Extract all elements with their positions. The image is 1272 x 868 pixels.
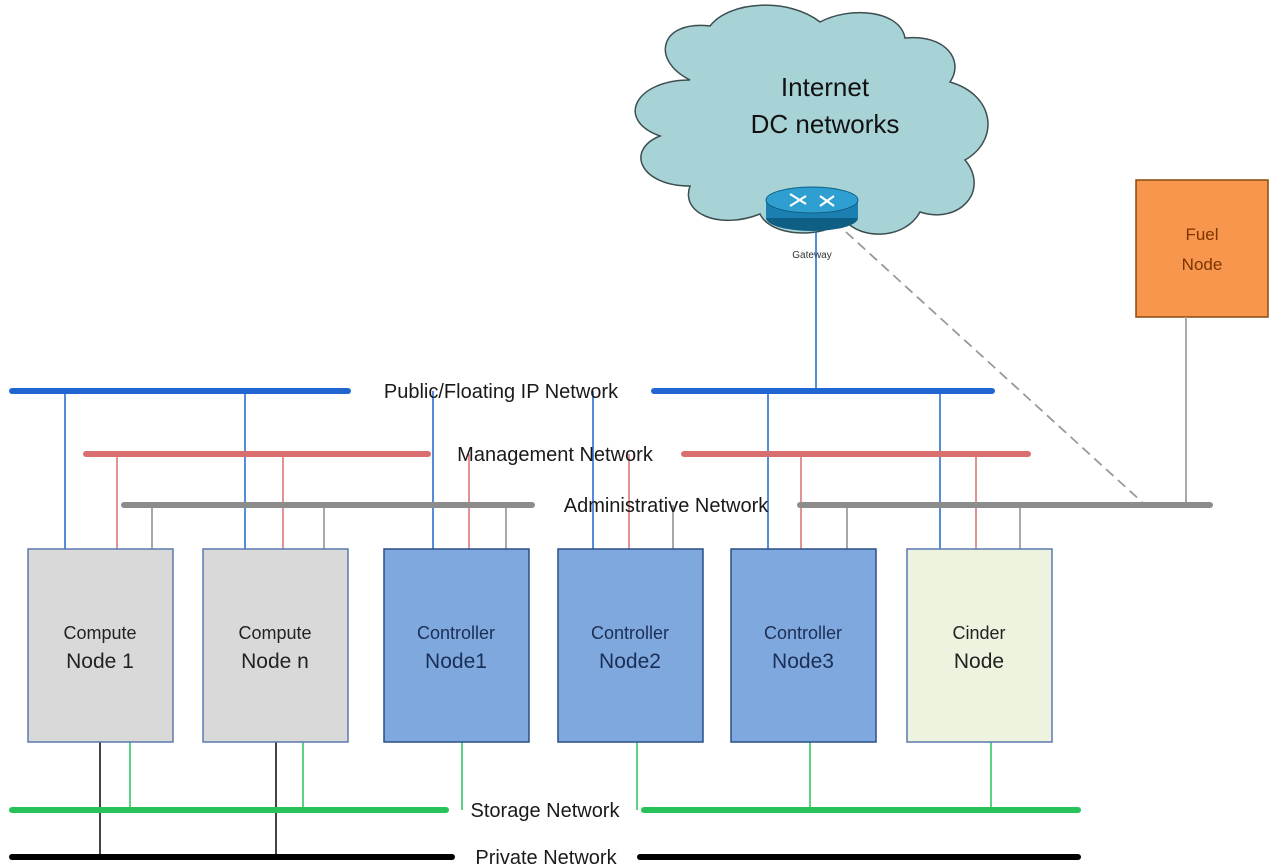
internet-cloud: Internet DC networks bbox=[634, 4, 989, 235]
private-network-bus: Private Network bbox=[9, 847, 1081, 868]
controller-node-2-line1: Controller bbox=[591, 623, 669, 643]
administrative-network-bus: Administrative Network bbox=[121, 495, 1213, 517]
fuel-node-line1: Fuel bbox=[1185, 225, 1218, 244]
compute-node-n: Compute Node n bbox=[202, 548, 349, 743]
controller-node-3-line2: Node3 bbox=[772, 650, 834, 673]
private-network-label: Private Network bbox=[475, 847, 617, 868]
controller-node-2-line2: Node2 bbox=[599, 650, 661, 673]
controller-node-3: Controller Node3 bbox=[730, 548, 877, 743]
controller-node-1: Controller Node1 bbox=[383, 548, 530, 743]
management-network-bus: Management Network bbox=[83, 444, 1031, 466]
controller-node-2: Controller Node2 bbox=[557, 548, 704, 743]
compute-node-1: Compute Node 1 bbox=[27, 548, 174, 743]
administrative-network-label: Administrative Network bbox=[564, 495, 770, 517]
management-network-label: Management Network bbox=[457, 444, 654, 466]
storage-network-bus: Storage Network bbox=[9, 800, 1081, 822]
cloud-title-line2: DC networks bbox=[751, 109, 900, 139]
storage-network-label: Storage Network bbox=[471, 800, 621, 822]
compute-node-n-line1: Compute bbox=[238, 623, 311, 643]
fuel-node: Fuel Node bbox=[1135, 179, 1269, 318]
gateway-label: Gateway bbox=[792, 250, 831, 261]
cinder-node: Cinder Node bbox=[906, 548, 1053, 743]
node-links bbox=[64, 391, 1021, 857]
cloud-title-line1: Internet bbox=[781, 72, 870, 102]
compute-node-1-line2: Node 1 bbox=[66, 650, 134, 673]
compute-node-1-line1: Compute bbox=[63, 623, 136, 643]
cinder-node-line2: Node bbox=[954, 650, 1004, 673]
public-network-bus: Public/Floating IP Network bbox=[9, 381, 995, 403]
controller-node-3-line1: Controller bbox=[764, 623, 842, 643]
router-icon bbox=[765, 186, 859, 231]
cloud-shape bbox=[634, 4, 989, 235]
compute-node-n-line2: Node n bbox=[241, 650, 309, 673]
controller-node-1-line2: Node1 bbox=[425, 650, 487, 673]
public-network-label: Public/Floating IP Network bbox=[384, 381, 619, 403]
cinder-node-line1: Cinder bbox=[952, 623, 1005, 643]
controller-node-1-line1: Controller bbox=[417, 623, 495, 643]
gateway-admin-dashed-link bbox=[845, 231, 1143, 503]
fuel-node-line2: Node bbox=[1182, 255, 1223, 274]
